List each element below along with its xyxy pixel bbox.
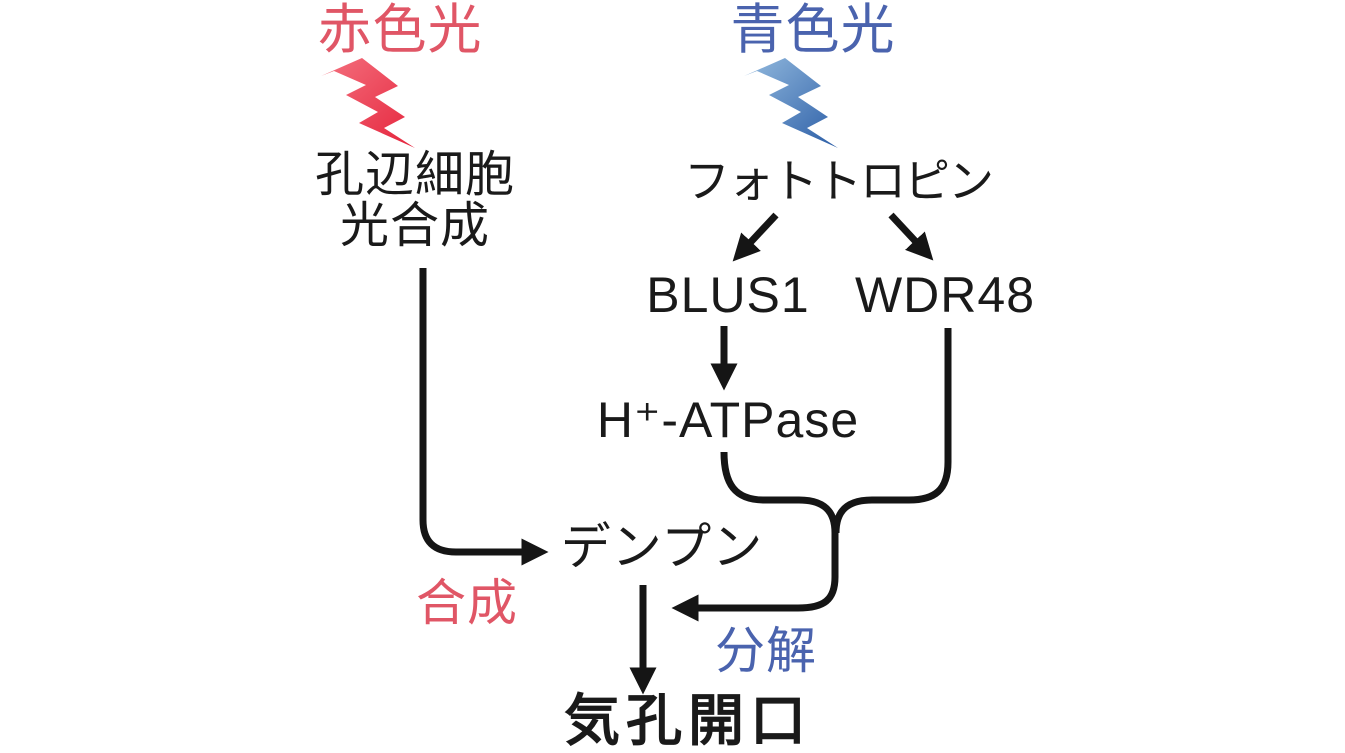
node-phototropin: フォトトロピン — [684, 155, 994, 207]
node-wdr48: WDR48 — [854, 267, 1036, 323]
node-guard-cell-photosynthesis: 孔辺細胞 光合成 — [314, 148, 516, 254]
arrow-photosynthesis-to-starch — [419, 268, 549, 566]
line-wdr48-to-junction — [832, 328, 952, 534]
blue-lightning-icon — [744, 58, 838, 148]
arrow-phototropin-to-blus1 — [732, 212, 779, 262]
node-blus1: BLUS1 — [646, 267, 810, 323]
arrow-h-atpase-to-starch — [671, 451, 839, 622]
node-h-atpase: H⁺-ATPase — [596, 392, 860, 448]
edge-label-synthesis: 合成 — [416, 575, 518, 631]
guard-cell-line1: 孔辺細胞 — [314, 148, 516, 202]
arrow-phototropin-to-wdr48 — [888, 212, 934, 261]
node-red-light: 赤色光 — [317, 0, 483, 60]
node-stomatal-opening: 気孔開口 — [564, 689, 812, 752]
red-lightning-icon — [321, 58, 415, 148]
node-starch: デンプン — [560, 519, 764, 575]
guard-cell-line2: 光合成 — [339, 199, 491, 254]
edge-label-degradation: 分解 — [715, 623, 817, 679]
node-blue-light: 青色光 — [730, 0, 896, 60]
